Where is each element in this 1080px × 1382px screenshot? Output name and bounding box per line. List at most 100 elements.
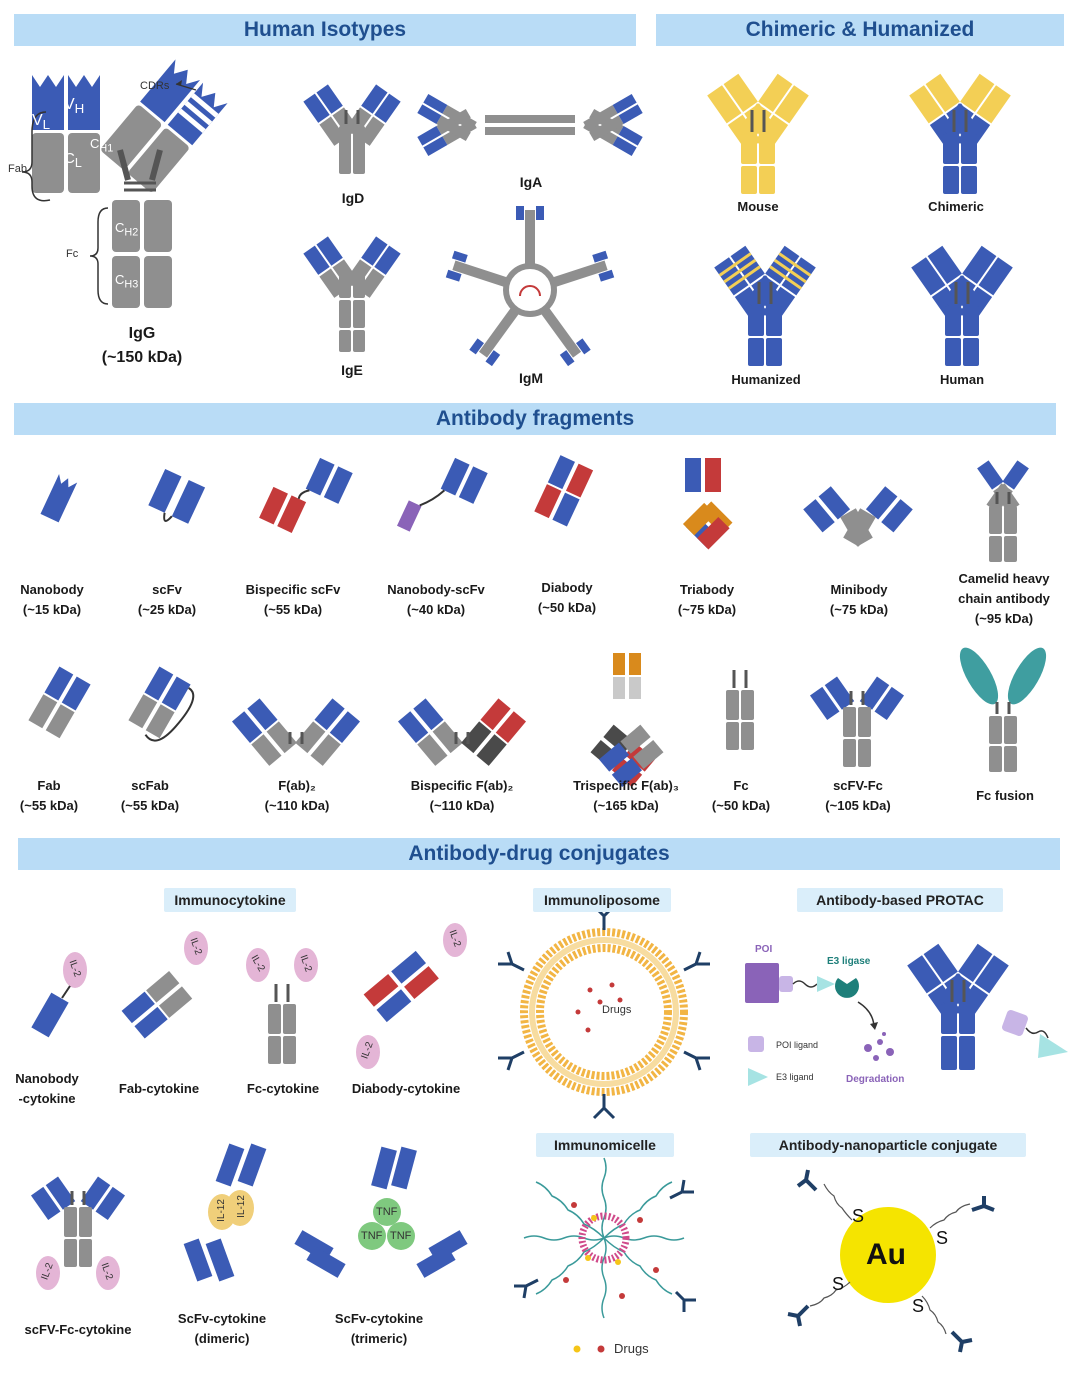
fragment-name: Bispecific F(ab)₂ (410, 778, 514, 793)
au-label: Au (866, 1238, 906, 1271)
fragment-name: Trispecific F(ab)₃ (573, 778, 679, 793)
immunoliposome-header: Immunoliposome (533, 888, 671, 912)
fragment-mass: (~50 kDa) (711, 798, 771, 813)
fragment-name: Bispecific scFv (245, 582, 341, 597)
mouse-label: Mouse (737, 199, 779, 214)
igg-mass: (~150 kDa) (101, 349, 183, 366)
scfv-cytokine-dimeric-label: ScFv-cytokine(dimeric) (178, 1309, 266, 1349)
chimeric-label: Chimeric (928, 199, 984, 214)
igg-diagram (21, 59, 228, 308)
fab-diagram (28, 666, 91, 739)
il12-tag: IL-12 (215, 1199, 227, 1222)
gold-nanoparticle-diagram (787, 1169, 995, 1353)
cytokine-name: Nanobody (15, 1071, 79, 1086)
section-antibody-drug-conjugates: Antibody-drug conjugates (18, 838, 1060, 870)
cytokine-name-line2: (trimeric) (350, 1331, 408, 1346)
fab-label: Fab (8, 163, 27, 175)
cl-label: CL (64, 150, 82, 170)
fc-fusion-label: Fc fusion (976, 788, 1034, 803)
liposome-drugs-label: Drugs (602, 1004, 632, 1016)
tnf-tag: TNF (376, 1206, 398, 1218)
fab2-diagram (231, 698, 361, 766)
poi-label: POI (755, 944, 773, 955)
tnf-tag: TNF (361, 1230, 383, 1242)
fragment-mass: (~55 kDa) (19, 798, 79, 813)
section-antibody-fragments: Antibody fragments (14, 403, 1056, 435)
diabody-label: Diabody(~50 kDa) (538, 578, 596, 618)
section-title: Chimeric & Humanized (745, 18, 975, 41)
minibody-diagram (803, 486, 913, 547)
sulfur-label: S (912, 1296, 925, 1316)
nanobody-cytokine-diagram (31, 952, 87, 1038)
fab-cytokine-label: Fab-cytokine (118, 1081, 200, 1096)
fab-fragment-label: Fab (~55 kDa) (20, 776, 78, 816)
scfv-fc-cytokine-label: scFV-Fc-cytokine (24, 1322, 132, 1337)
iga-label: IgA (519, 174, 543, 190)
scfv-fc-diagram (809, 676, 905, 767)
fragment-name: Minibody (830, 582, 888, 597)
protac-diagram (745, 943, 1068, 1086)
section-title: Antibody-drug conjugates (408, 842, 670, 865)
scfv-fc-cytokine-diagram (30, 1176, 126, 1290)
section-title: Human Isotypes (243, 18, 407, 41)
chimeric-antibody-diagram (909, 73, 1011, 194)
fragment-name: scFv (152, 582, 182, 597)
e3-ligand-label: E3 ligand (776, 1072, 814, 1082)
fc-diagram (726, 670, 754, 750)
scfv-cytokine-dimeric-diagram (183, 1143, 267, 1282)
ch1-text: C (90, 136, 100, 151)
ch3-label: CH3 (115, 272, 138, 291)
fragment-mass: (~40 kDa) (406, 602, 466, 617)
ch3-text: C (115, 272, 125, 287)
ch2-sub: H2 (124, 226, 139, 239)
igd-diagram (303, 84, 401, 174)
human-antibody-diagram (911, 245, 1013, 366)
fragment-name: scFab (131, 778, 169, 793)
fragment-name: Camelid heavy (958, 571, 1050, 586)
sulfur-label: S (936, 1228, 949, 1248)
fragment-mass: (~75 kDa) (829, 602, 889, 617)
cl-sub: L (74, 156, 82, 170)
human-label: Human (939, 372, 985, 387)
nanobody-cytokine-label: Nanobody-cytokine (15, 1069, 79, 1109)
vl-text: V (32, 112, 43, 129)
fragment-mass: (~165 kDa) (593, 798, 659, 813)
scfab-diagram (128, 666, 195, 742)
vl-label: VL (32, 112, 50, 132)
igd-label: IgD (341, 190, 365, 206)
cytokine-name-line2: (dimeric) (194, 1331, 250, 1346)
igm-label: IgM (518, 370, 544, 386)
bispecific-scfv-label: Bispecific scFv(~55 kDa) (246, 580, 341, 620)
fc-cytokine-label: Fc-cytokine (246, 1081, 320, 1096)
fragment-name: scFV-Fc (833, 778, 883, 793)
fragment-mass: (~110 kDa) (429, 798, 495, 813)
scfv-label: scFv(~25 kDa) (138, 580, 196, 620)
nanoparticle-header: Antibody-nanoparticle conjugate (750, 1133, 1026, 1157)
bispecific-fab2-diagram (397, 698, 527, 766)
protac-header: Antibody-based PROTAC (797, 888, 1003, 912)
nanobody-label: Nanobody(~15 kDa) (20, 580, 84, 620)
cdrs-label: CDRs (140, 80, 170, 92)
humanized-label: Humanized (731, 372, 801, 387)
fab-cytokine-diagram (121, 931, 208, 1039)
degradation-label: Degradation (846, 1074, 905, 1085)
iga-diagram (417, 94, 643, 156)
fragment-name: Fab (37, 778, 61, 793)
fragment-mass: (~95 kDa) (974, 611, 1034, 626)
vl-sub: L (42, 117, 51, 133)
immunomicelle-diagram (514, 1157, 696, 1353)
sulfur-label: S (852, 1206, 865, 1226)
igg-label: IgG (~150 kDa) (102, 322, 183, 370)
e3-ligase-label: E3 ligase (827, 956, 871, 967)
humanized-antibody-diagram (714, 245, 816, 366)
fragment-name: Diabody (541, 580, 593, 595)
ch2-text: C (115, 220, 125, 235)
nanobody-scfv-diagram (396, 457, 488, 532)
scfab-label: scFab(~55 kDa) (121, 776, 179, 816)
section-human-isotypes: Human Isotypes (14, 14, 636, 46)
trispecific-fab3-diagram (590, 653, 664, 787)
nanobody-scfv-label: Nanobody-scFv(~40 kDa) (387, 580, 485, 620)
fc-label: Fc (66, 248, 79, 260)
igg-name: IgG (128, 325, 156, 342)
fragment-name-line2: chain antibody (958, 591, 1050, 606)
